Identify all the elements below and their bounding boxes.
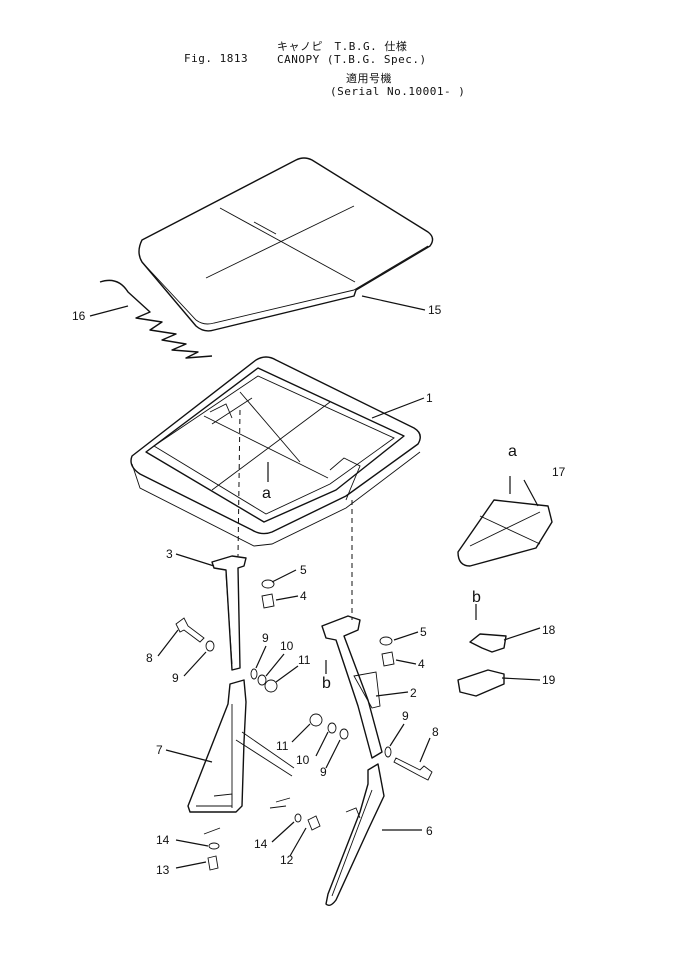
callout-4-left: 4 xyxy=(300,589,307,603)
view-letter-b-detail: b xyxy=(472,589,481,606)
title-english: CANOPY (T.B.G. Spec.) xyxy=(277,53,427,66)
left-side-panel xyxy=(187,679,295,813)
callout-3: 3 xyxy=(166,547,173,561)
callout-13: 13 xyxy=(156,863,170,877)
callout-19: 19 xyxy=(542,673,556,687)
washer-10-b xyxy=(327,722,337,734)
nut-11-a xyxy=(264,679,278,693)
title-japanese: キャノピ T.B.G. 仕様 xyxy=(277,40,408,53)
callout-9-upper: 9 xyxy=(262,631,269,645)
callout-8-right: 8 xyxy=(432,725,439,739)
callout-7: 7 xyxy=(156,743,163,757)
washer-9-right xyxy=(384,746,392,758)
washer-9-b xyxy=(339,728,349,740)
callout-14-left: 14 xyxy=(156,833,170,847)
right-side-panel xyxy=(325,763,385,907)
callout-4-right: 4 xyxy=(418,657,425,671)
nut-11-b xyxy=(309,713,323,727)
figure-label: Fig. 1813 xyxy=(184,52,249,65)
callout-10-lower: 10 xyxy=(296,753,310,767)
bolt-13 xyxy=(207,855,219,871)
washer-5-left xyxy=(261,579,275,589)
plate-18 xyxy=(469,633,507,653)
serial-label-japanese: 適用号機 xyxy=(346,72,392,85)
callout-1: 1 xyxy=(426,391,433,405)
bolt-8-left xyxy=(175,617,205,643)
callout-9-left: 9 xyxy=(172,671,179,685)
callout-8-left: 8 xyxy=(146,651,153,665)
callout-15: 15 xyxy=(428,303,442,317)
clip-left xyxy=(269,797,291,809)
washer-14-b xyxy=(294,813,302,823)
callout-16: 16 xyxy=(72,309,86,323)
washer-5-right xyxy=(379,636,393,646)
left-canopy-post xyxy=(211,555,247,671)
assembly-line-left xyxy=(237,409,241,557)
clip-lower xyxy=(203,827,221,835)
washer-9-a xyxy=(250,668,258,680)
plate-19 xyxy=(457,669,505,697)
bolt-8-right xyxy=(393,757,433,781)
nut-4-right xyxy=(381,651,395,667)
hardware xyxy=(175,579,433,871)
washer-14-a xyxy=(208,842,220,850)
detail-a-bracket xyxy=(457,499,553,567)
canopy-roof-cover xyxy=(138,157,434,332)
callout-17: 17 xyxy=(552,465,566,479)
leader-lines xyxy=(89,295,541,869)
callout-10-upper: 10 xyxy=(280,639,294,653)
view-letter-a-detail: a xyxy=(508,443,517,460)
callout-5-right: 5 xyxy=(420,625,427,639)
canopy-frame xyxy=(130,356,421,547)
callout-5-left: 5 xyxy=(300,563,307,577)
bolt-12 xyxy=(307,815,321,831)
callout-14-right: 14 xyxy=(254,837,268,851)
callout-12: 12 xyxy=(280,853,294,867)
nut-4-left xyxy=(261,593,275,609)
callout-6: 6 xyxy=(426,824,433,838)
callout-18: 18 xyxy=(542,623,556,637)
view-letter-b-bracket: b xyxy=(322,675,331,692)
washer-10-a xyxy=(257,674,267,686)
washer-9-left xyxy=(205,640,215,652)
callout-11-lower: 11 xyxy=(276,739,289,753)
callout-11-upper: 11 xyxy=(298,653,311,667)
view-letter-a-frame: a xyxy=(262,485,271,502)
callout-9-right: 9 xyxy=(402,709,409,723)
callout-2: 2 xyxy=(410,686,417,700)
callout-9-mid: 9 xyxy=(320,765,327,779)
trim-strip xyxy=(99,279,213,359)
serial-range: (Serial No.10001- ) xyxy=(330,85,466,98)
right-canopy-post xyxy=(321,615,383,759)
